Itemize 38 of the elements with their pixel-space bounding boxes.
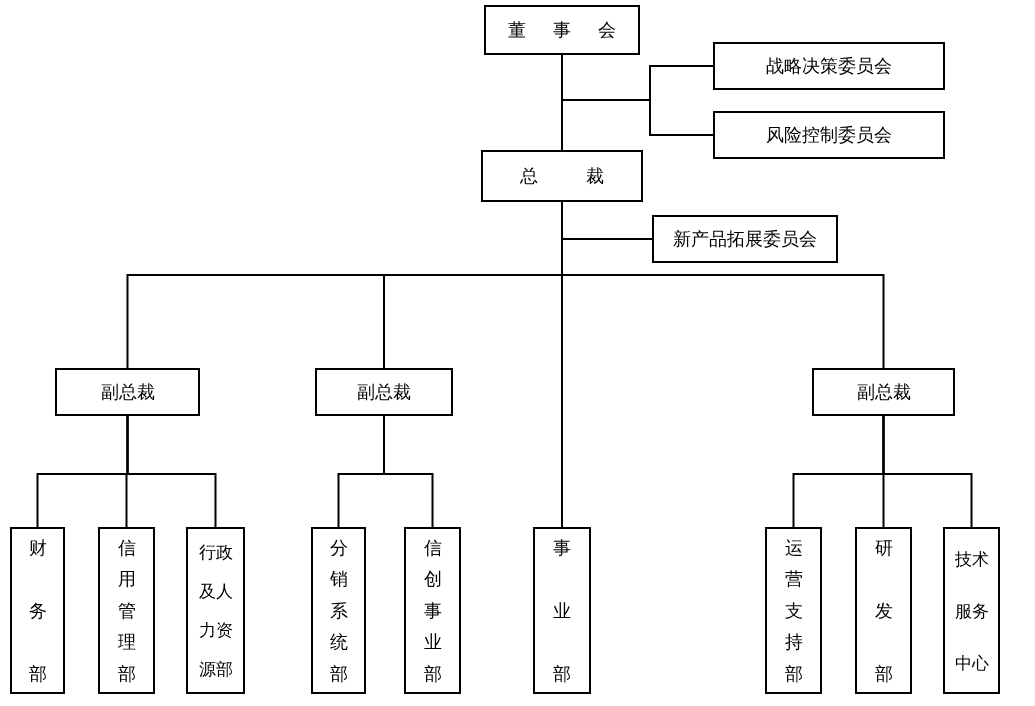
unit-name: 副总裁 xyxy=(100,380,155,404)
connector-line xyxy=(561,54,714,136)
org-unit-box xyxy=(484,5,640,55)
unit-name: 研发部 xyxy=(874,536,893,686)
unit-name: 战略决策委员会 xyxy=(766,54,892,78)
org-unit-box xyxy=(855,527,912,694)
org-unit-box xyxy=(765,527,822,694)
unit-name: 财务部 xyxy=(28,536,47,686)
org-unit-box xyxy=(404,527,461,694)
org-unit-box xyxy=(98,527,155,694)
unit-name: 行政及人力资源部 xyxy=(198,540,233,681)
unit-name: 技术服务中心 xyxy=(954,547,989,675)
org-unit-box xyxy=(943,527,1000,694)
unit-name: 信创事业部 xyxy=(423,535,442,686)
org-unit-box xyxy=(812,368,955,416)
org-unit-box xyxy=(55,368,200,416)
connector-line xyxy=(126,415,217,528)
unit-name: 信用管理部 xyxy=(117,535,136,686)
org-unit-box xyxy=(481,150,643,202)
org-unit-box xyxy=(713,42,945,90)
org-unit-box xyxy=(311,527,366,694)
unit-name: 事业部 xyxy=(553,536,571,686)
connector-line xyxy=(383,415,434,528)
org-unit-box xyxy=(533,527,591,694)
connector-line xyxy=(882,415,973,528)
unit-name: 运营支持部 xyxy=(784,535,803,686)
org-unit-box xyxy=(10,527,65,694)
unit-name: 董 事 会 xyxy=(506,18,628,42)
unit-name: 副总裁 xyxy=(357,380,411,404)
unit-name: 副总裁 xyxy=(856,380,911,404)
unit-name: 新产品拓展委员会 xyxy=(673,227,817,251)
org-unit-box xyxy=(186,527,245,694)
unit-name: 风险控制委员会 xyxy=(766,123,892,147)
unit-name: 分销系统部 xyxy=(329,535,348,686)
unit-name: 总 裁 xyxy=(518,164,627,188)
org-unit-box xyxy=(652,215,838,263)
org-unit-box xyxy=(713,111,945,159)
org-unit-box xyxy=(315,368,453,416)
